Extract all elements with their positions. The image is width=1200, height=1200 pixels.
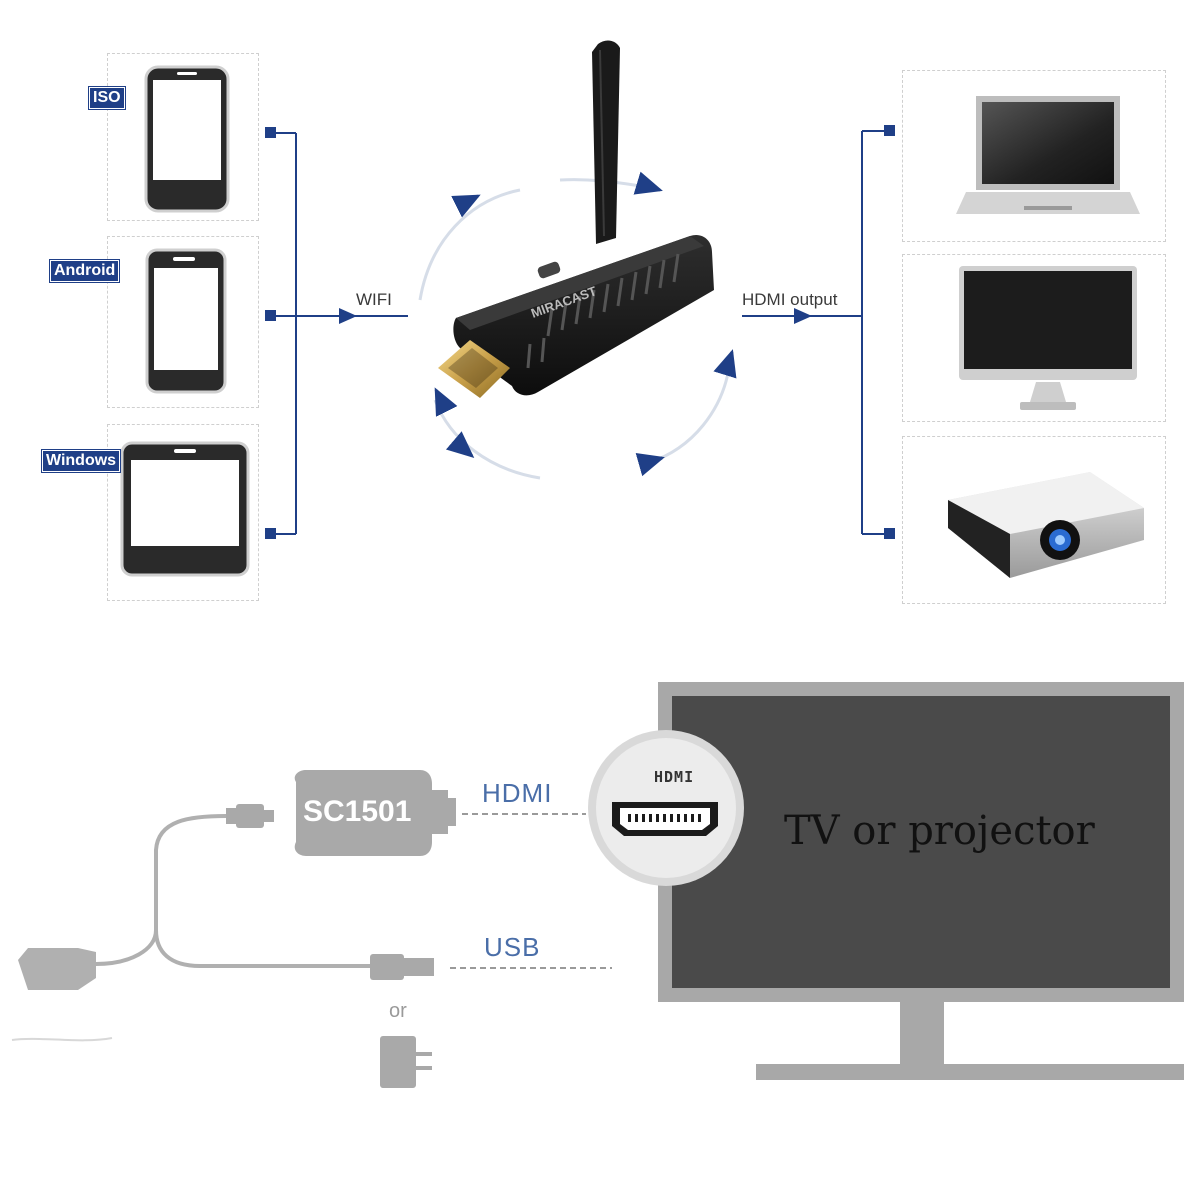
tablet-icon — [120, 441, 250, 577]
connector-node — [265, 528, 276, 539]
y-cable — [95, 814, 370, 968]
wifi-label: WIFI — [356, 290, 392, 309]
sc1501-dongle — [294, 770, 456, 856]
output-connector — [742, 130, 884, 535]
os-tag-android: Android — [50, 260, 120, 282]
projector-icon — [948, 472, 1144, 578]
phone-icon — [145, 248, 227, 394]
hdmi-label: HDMI — [482, 778, 553, 808]
os-tag-ios: ISO — [89, 87, 125, 109]
micro-usb-plug — [226, 804, 274, 828]
laptop-icon — [956, 96, 1140, 214]
watermark-scribble — [11, 1037, 113, 1042]
connector-node — [884, 125, 895, 136]
dongle-model-label: SC1501 — [303, 795, 412, 828]
hdmi-port-callout — [588, 730, 744, 886]
usb-female-end — [18, 948, 96, 990]
tv-screen-text: TV or projector — [784, 808, 1095, 854]
connector-node — [884, 528, 895, 539]
hdmi-port-label: HDMI — [654, 768, 695, 786]
os-tag-windows: Windows — [42, 450, 121, 472]
dashed-connection — [450, 813, 612, 969]
usb-a-plug — [370, 954, 434, 980]
tv-icon — [658, 682, 1184, 1080]
power-adapter-icon — [380, 1036, 432, 1088]
or-label: or — [389, 1000, 407, 1022]
connector-node — [265, 310, 276, 321]
source-connector — [276, 132, 408, 535]
hdmi-output-label: HDMI output — [742, 290, 838, 309]
connector-node — [265, 127, 276, 138]
usb-label: USB — [484, 932, 541, 962]
miracast-dongle: MIRACAST — [438, 40, 714, 398]
phone-icon — [144, 65, 230, 213]
monitor-icon — [959, 266, 1137, 410]
